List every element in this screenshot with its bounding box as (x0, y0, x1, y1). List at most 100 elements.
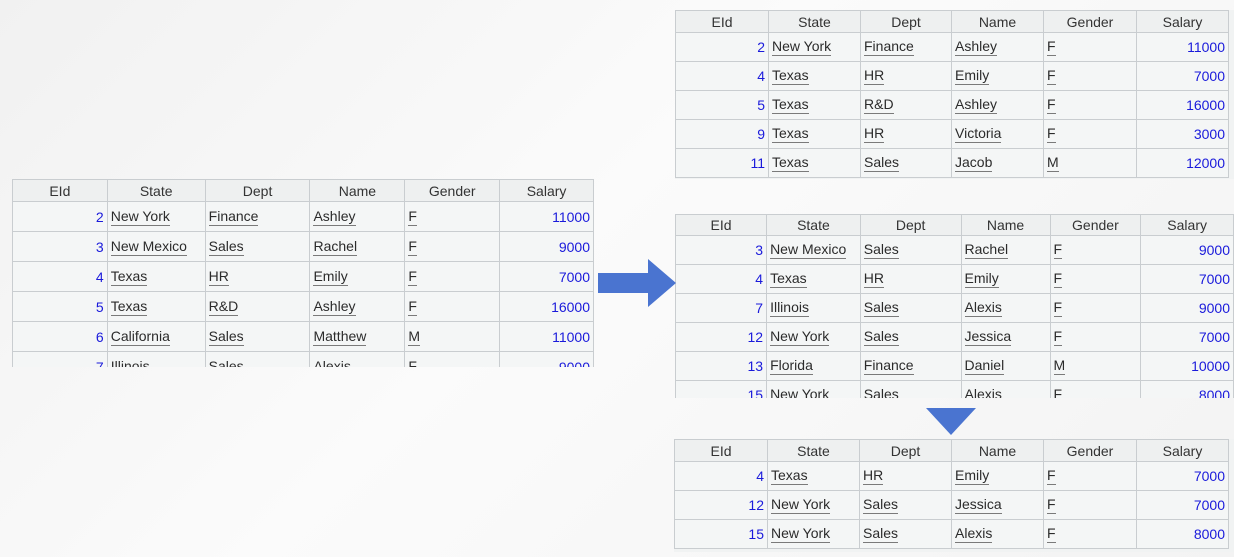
column-header-eid[interactable]: EId (12, 179, 108, 202)
column-header-salary[interactable]: Salary (1136, 439, 1229, 462)
dept-cell[interactable]: HR (859, 264, 962, 294)
cell-link-text[interactable]: F (408, 207, 417, 226)
name-cell[interactable]: Rachel (960, 235, 1051, 265)
cell-link-text[interactable]: F (1053, 241, 1063, 259)
gender-cell[interactable]: F (1043, 119, 1137, 149)
column-header-dept[interactable]: Dept (204, 179, 311, 202)
dept-cell[interactable]: Sales (860, 148, 952, 178)
name-cell[interactable]: Alexis (309, 351, 406, 367)
cell-link-text[interactable]: Finance (863, 357, 914, 375)
salary-cell[interactable]: 7000 (1136, 461, 1229, 491)
salary-cell[interactable]: 9000 (499, 231, 594, 262)
dept-cell[interactable]: Sales (204, 351, 311, 367)
dept-cell[interactable]: Finance (860, 32, 952, 62)
eid-cell[interactable]: 7 (12, 351, 108, 367)
salary-cell[interactable]: 9000 (499, 351, 594, 367)
cell-link-text[interactable]: HR (864, 125, 885, 143)
gender-cell[interactable]: F (1043, 32, 1137, 62)
gender-cell[interactable]: F (404, 291, 501, 322)
cell-link-text[interactable]: Texas (772, 96, 809, 114)
cell-link-text[interactable]: F (408, 237, 417, 256)
column-header-dept[interactable]: Dept (859, 439, 952, 462)
column-header-salary[interactable]: Salary (499, 179, 594, 202)
cell-link-text[interactable]: New York (771, 496, 831, 514)
cell-link-text[interactable]: New Mexico (770, 241, 847, 259)
cell-link-text[interactable]: Jacob (955, 154, 993, 172)
cell-link-text[interactable]: New York (770, 387, 829, 399)
name-cell[interactable]: Alexis (960, 293, 1051, 323)
column-header-state[interactable]: State (768, 10, 861, 33)
cell-link-text[interactable]: Sales (209, 358, 244, 367)
cell-link-text[interactable]: Sales (208, 327, 244, 346)
state-cell[interactable]: Illinois (766, 293, 861, 323)
dept-cell[interactable]: Sales (859, 322, 962, 352)
cell-link-text[interactable]: Alexis (964, 299, 1002, 317)
eid-cell[interactable]: 3 (12, 231, 108, 262)
dept-cell[interactable]: Sales (859, 293, 962, 323)
cell-link-text[interactable]: Matthew (313, 327, 367, 346)
dept-cell[interactable]: Finance (859, 351, 962, 381)
cell-link-text[interactable]: M (408, 327, 420, 346)
state-cell[interactable]: New York (766, 380, 861, 399)
eid-cell[interactable]: 13 (675, 351, 768, 381)
column-header-state[interactable]: State (767, 439, 860, 462)
column-header-name[interactable]: Name (951, 10, 1044, 33)
name-cell[interactable]: Jacob (951, 148, 1044, 178)
column-header-gender[interactable]: Gender (1043, 439, 1137, 462)
dept-cell[interactable]: Sales (204, 321, 311, 352)
state-cell[interactable]: Texas (766, 264, 861, 294)
cell-link-text[interactable]: Texas (771, 467, 808, 485)
eid-cell[interactable]: 6 (12, 321, 108, 352)
dept-cell[interactable]: Sales (859, 490, 952, 520)
column-header-salary[interactable]: Salary (1136, 10, 1229, 33)
dept-cell[interactable]: Sales (204, 231, 311, 262)
gender-cell[interactable]: F (1049, 380, 1142, 398)
cell-link-text[interactable]: Texas (770, 270, 807, 288)
cell-link-text[interactable]: Ashley (313, 207, 356, 226)
column-header-gender[interactable]: Gender (1049, 214, 1142, 236)
eid-cell[interactable]: 9 (675, 119, 769, 149)
name-cell[interactable]: Alexis (960, 380, 1051, 399)
column-header-name[interactable]: Name (960, 214, 1051, 236)
cell-link-text[interactable]: F (408, 358, 417, 367)
eid-cell[interactable]: 15 (675, 380, 768, 398)
name-cell[interactable]: Matthew (309, 321, 406, 352)
state-cell[interactable]: Texas (768, 119, 861, 149)
salary-cell[interactable]: 16000 (499, 291, 594, 322)
cell-link-text[interactable]: Jessica (955, 496, 1002, 514)
eid-cell[interactable]: 2 (675, 32, 769, 62)
cell-link-text[interactable]: Illinois (111, 358, 150, 367)
cell-link-text[interactable]: R&D (208, 297, 239, 316)
cell-link-text[interactable]: Emily (955, 67, 990, 85)
cell-link-text[interactable]: Sales (863, 328, 899, 346)
cell-link-text[interactable]: Emily (313, 267, 348, 286)
salary-cell[interactable]: 11000 (1136, 32, 1229, 62)
cell-link-text[interactable]: Ashley (955, 38, 998, 56)
cell-link-text[interactable]: New York (772, 38, 832, 56)
cell-link-text[interactable]: F (1047, 67, 1056, 85)
eid-cell[interactable]: 4 (674, 461, 768, 491)
cell-link-text[interactable]: F (1047, 525, 1056, 543)
cell-link-text[interactable]: Alexis (965, 387, 1002, 399)
cell-link-text[interactable]: F (408, 267, 417, 286)
column-header-dept[interactable]: Dept (860, 10, 952, 33)
column-header-eid[interactable]: EId (675, 10, 769, 33)
name-cell[interactable]: Victoria (951, 119, 1044, 149)
dept-cell[interactable]: R&D (204, 291, 311, 322)
state-cell[interactable]: Texas (768, 61, 861, 91)
dept-cell[interactable]: Finance (204, 201, 311, 232)
cell-link-text[interactable]: Emily (964, 270, 999, 288)
state-cell[interactable]: New York (767, 519, 860, 549)
cell-link-text[interactable]: Texas (772, 154, 809, 172)
dept-cell[interactable]: Sales (859, 235, 962, 265)
state-cell[interactable]: Illinois (106, 351, 206, 367)
